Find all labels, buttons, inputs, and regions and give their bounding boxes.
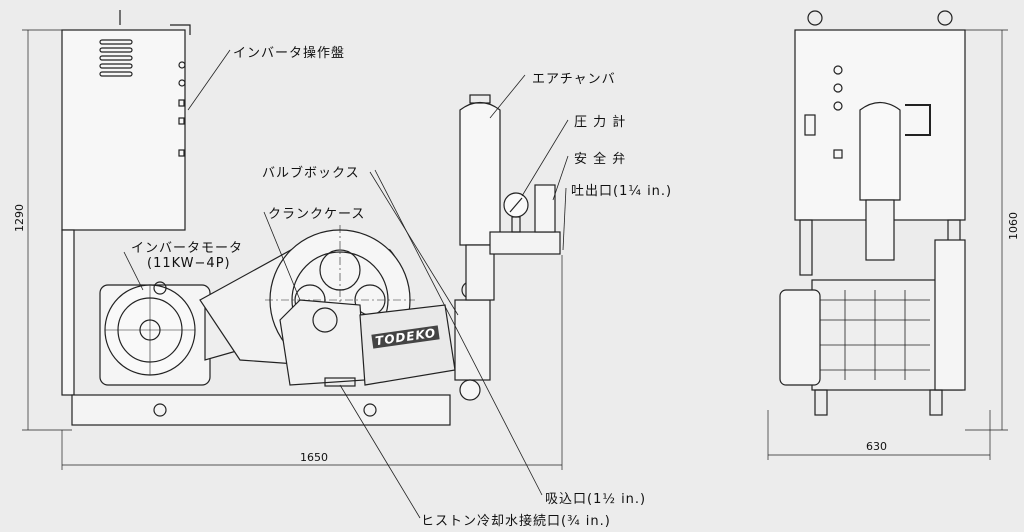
front-view (779, 10, 966, 416)
dim-side-height: 1290 (13, 204, 26, 232)
label-suction-port: 吸込口(1½ in.) (545, 492, 647, 507)
base-frame (71, 394, 451, 426)
label-piston-cooling-port: ヒストン冷却水接続口(¾ in.) (421, 514, 611, 529)
label-pressure-gauge: 圧 力 計 (574, 115, 627, 130)
dim-side-length: 1650 (300, 451, 328, 464)
label-discharge-port: 吐出口(1¼ in.) (571, 184, 673, 199)
label-motor-spec: (11KW−4P) (147, 256, 231, 271)
safety-valve (534, 184, 556, 233)
label-inverter-panel: インバータ操作盤 (233, 46, 346, 61)
pulley (934, 239, 966, 391)
air-chamber (459, 101, 501, 246)
side-view (61, 10, 561, 426)
dimension-lines (22, 29, 1008, 470)
inverter-panel-box (61, 29, 186, 231)
label-valve-box: バルブボックス (262, 166, 360, 181)
dim-front-height: 1060 (1007, 212, 1020, 240)
cooling-port (324, 377, 356, 387)
label-inverter-motor: インバータモータ (131, 241, 244, 256)
panel-vents (99, 39, 133, 77)
label-safety-valve: 安 全 弁 (574, 152, 627, 167)
crank-case (279, 299, 366, 386)
valve-box (454, 299, 491, 381)
dim-front-width: 630 (866, 440, 887, 453)
label-air-chamber: エアチャンバ (532, 72, 616, 87)
leader-lines (123, 49, 569, 519)
label-crank-case: クランクケース (268, 207, 366, 222)
